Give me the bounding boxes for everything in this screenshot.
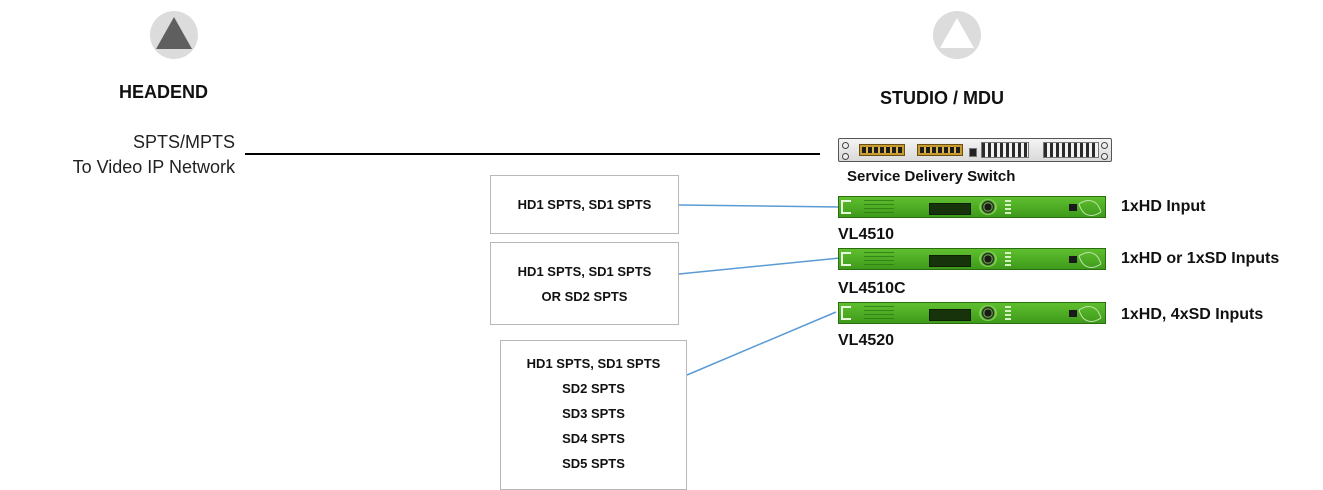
device-vl4510	[838, 196, 1106, 220]
stream-line: SD2 SPTS	[562, 381, 625, 396]
stream-line: HD1 SPTS, SD1 SPTS	[526, 356, 661, 371]
device-model-label: VL4520	[838, 332, 895, 349]
headend-title: HEADEND	[119, 82, 209, 102]
stream-line: HD1 SPTS, SD1 SPTS	[517, 263, 652, 279]
device-model-label: VL4510	[838, 226, 895, 243]
stream-box-vl4510c: HD1 SPTS, SD1 SPTS OR SD2 SPTS	[490, 242, 679, 325]
stream-line: SD5 SPTS	[562, 456, 625, 471]
service-delivery-switch	[838, 138, 1112, 162]
light-triangle-icon	[933, 11, 981, 59]
device-vl4510c	[838, 248, 1106, 272]
headend-node	[149, 10, 199, 60]
network-label: SPTS/MPTS To Video IP Network	[73, 130, 235, 180]
stream-line: SD4 SPTS	[562, 431, 625, 446]
stream-box-vl4520: HD1 SPTS, SD1 SPTS SD2 SPTS SD3 SPTS SD4…	[500, 340, 687, 490]
dark-triangle-icon	[150, 11, 198, 59]
device-model-label: VL4510C	[838, 280, 906, 297]
network-label-line1: SPTS/MPTS	[132, 132, 235, 152]
link-line-vl4510	[678, 204, 841, 208]
stream-line: HD1 SPTS, SD1 SPTS	[517, 197, 652, 212]
stream-line: OR SD2 SPTS	[541, 288, 628, 304]
link-line-vl4520	[686, 311, 837, 376]
switch-label: Service Delivery Switch	[847, 168, 1016, 185]
studio-title: STUDIO / MDU	[880, 88, 1004, 108]
studio-node	[932, 10, 982, 60]
device-inputs-label: 1xHD, 4xSD Inputs	[1121, 306, 1264, 323]
device-inputs-label: 1xHD Input	[1121, 198, 1206, 215]
stream-box-vl4510: HD1 SPTS, SD1 SPTS	[490, 175, 679, 234]
network-label-line2: To Video IP Network	[72, 157, 235, 177]
device-inputs-label: 1xHD or 1xSD Inputs	[1121, 250, 1280, 267]
stream-line: SD3 SPTS	[562, 406, 625, 421]
device-vl4520	[838, 302, 1106, 326]
link-line-vl4510c	[678, 257, 841, 275]
